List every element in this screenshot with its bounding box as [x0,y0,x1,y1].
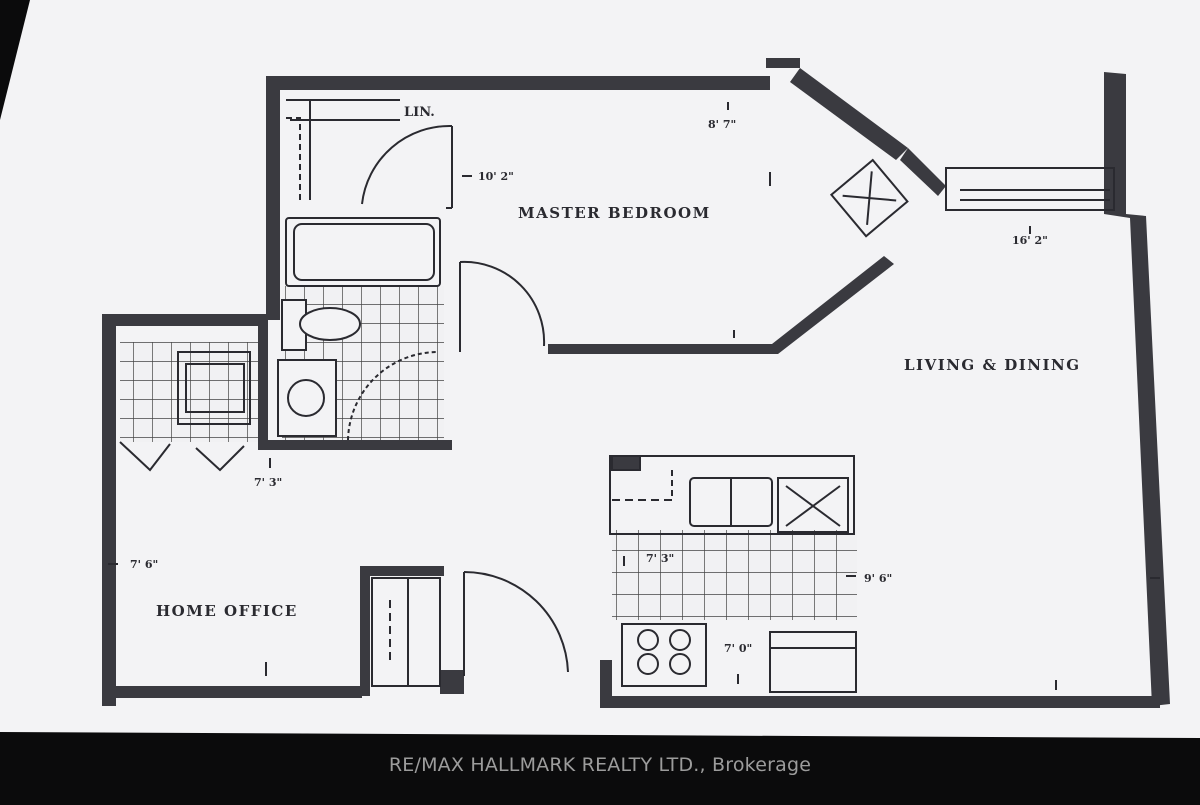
bathtub [285,217,441,287]
dishwasher [777,477,849,533]
office-desk [177,351,251,425]
living-width-dim: 16' 2" [1012,234,1048,247]
linen-label: LIN. [404,105,435,120]
kitchen-width-dim: 9' 6" [864,572,892,585]
master-bedroom-label: MASTER BEDROOM [518,204,711,222]
bedroom-depth-dim: 8' 7" [708,118,736,131]
stove [621,623,707,687]
kitchen-small-dim: 7' 0" [724,642,752,655]
home-office-label: HOME OFFICE [156,602,298,620]
bedroom-width-dim: 10' 2" [478,170,514,183]
fridge [769,631,857,693]
fireplace [829,158,909,238]
fixtures [119,99,1115,693]
dimension-ticks [108,102,1160,690]
walls [102,58,1170,708]
washer [277,359,337,437]
kitchen-depth-dim: 7' 3" [646,552,674,565]
office-width-dim: 7' 6" [130,558,158,571]
living-dining-label: LIVING & DINING [904,356,1081,374]
brokerage-watermark: RE/MAX HALLMARK REALTY LTD., Brokerage [388,754,812,776]
office-depth-dim: 7' 3" [254,476,282,489]
